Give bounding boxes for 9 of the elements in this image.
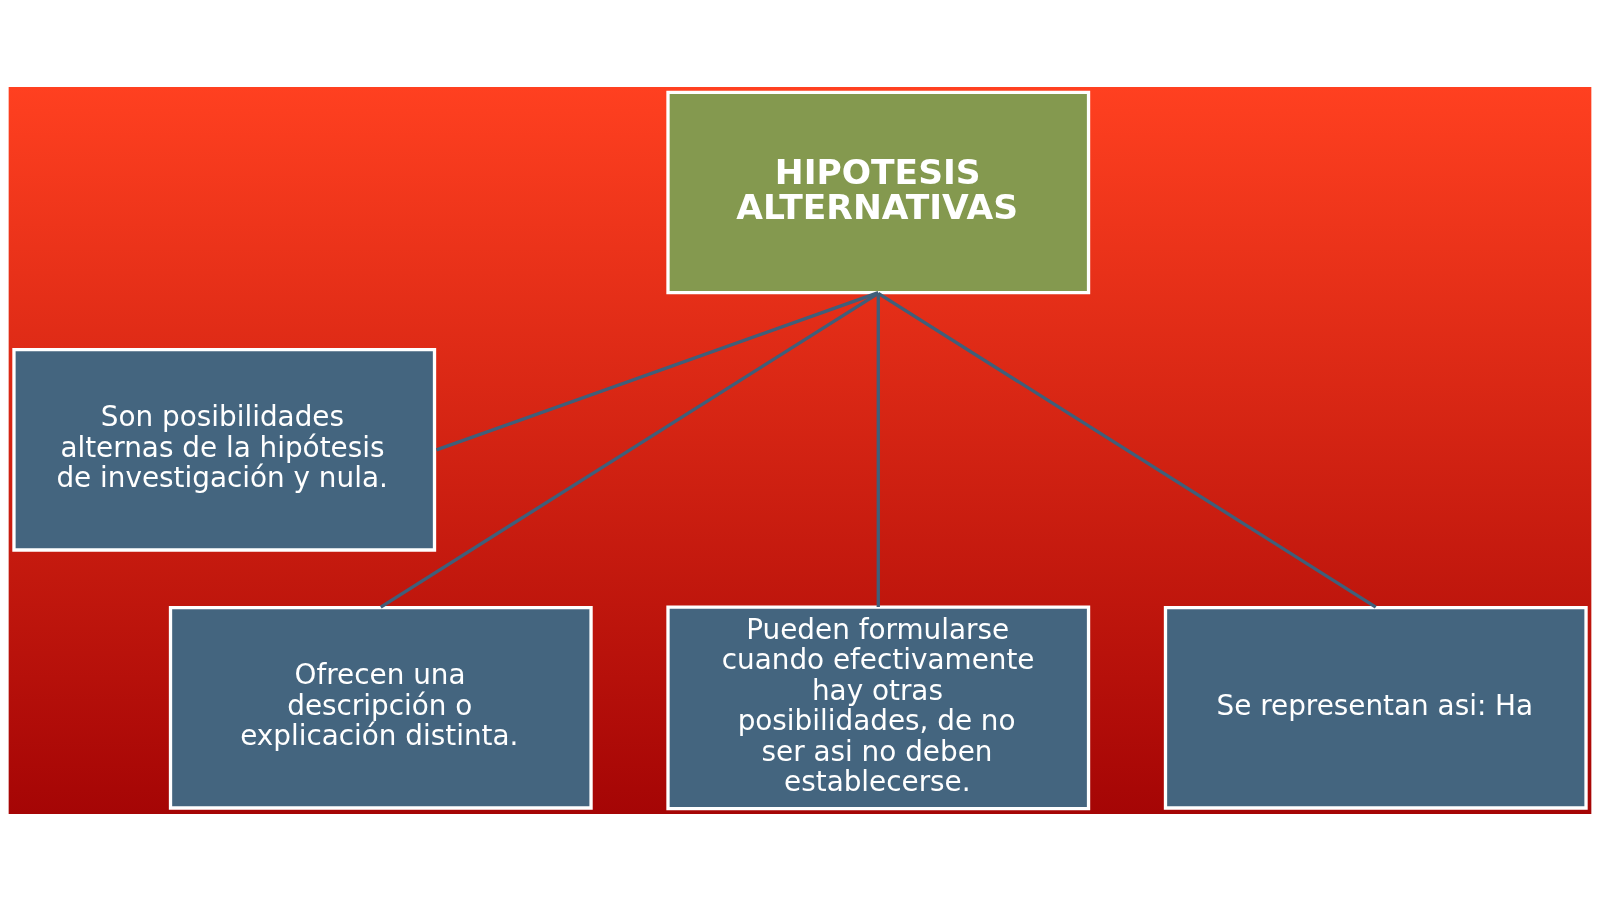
connector bbox=[379, 291, 880, 608]
node-box: Se representan asi: Ha bbox=[1163, 605, 1588, 810]
connector bbox=[435, 290, 879, 451]
node-box: HIPOTESIS ALTERNATIVAS bbox=[666, 90, 1091, 294]
node-box: Son posibilidades alternas de la hipótesis de investigación y nula. bbox=[12, 347, 437, 552]
node-box: Ofrecen una descripción o explicación distinta. bbox=[168, 605, 593, 810]
connector bbox=[876, 292, 880, 607]
node-box: Pueden formularse cuando efectivamente hay otras posibilidades, de no ser asi no deben establecerse. bbox=[666, 604, 1091, 810]
connector bbox=[877, 291, 1377, 608]
